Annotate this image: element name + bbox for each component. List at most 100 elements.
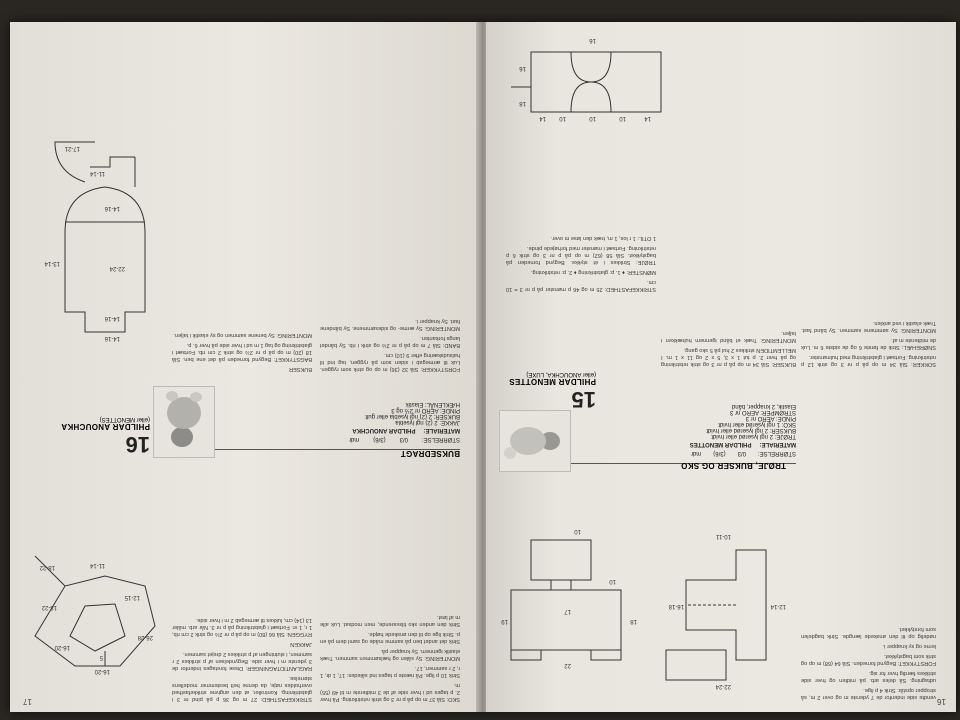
left-text-column-4: BUKSER BAGSTYKKET: Begynd forneden på de…	[172, 142, 312, 372]
right-text-block: SOKKER: Slå 34 m op på p nr 3 og strik 1…	[801, 354, 936, 367]
right-sko-line: SKO: 1 ngl lyserød eller hvidt	[718, 421, 796, 427]
right-yarn-title: PHILDAR MENOTTES	[508, 377, 596, 386]
left-text-column-2: STRIKKEFASTHED: 27 m og 36 p på pind nr …	[172, 472, 312, 702]
right-size-row: STØRRELSE: 0/3 (3/6) mdr	[606, 450, 796, 456]
right-pattern-heading: 15 PHILDAR MENOTTES (eller ANOUCHKA, LUX…	[506, 371, 596, 412]
right-diagram-label: 10-11	[715, 533, 731, 539]
right-text-block: udtagning. Så deles arb. på midten og hv…	[801, 670, 936, 683]
right-diagram-label: 18	[519, 100, 526, 106]
left-text-block: STRIKKEFASTHED: 27 m og 36 p på pind nr …	[172, 675, 312, 702]
left-size-value: mdr	[348, 436, 360, 442]
baby-photo-icon	[166, 391, 202, 447]
left-diagram-label: 26-28	[137, 634, 153, 640]
open-book: 17 SKO: Slå 37 m op på p nr 3 og strik r…	[10, 22, 956, 712]
left-trouser-diagrams: 14-16 14-16 22-24 13-14 14-16 11-14 17-2…	[44, 141, 146, 341]
left-bukser-line: BUKSER: 2 (2) ngl lysebla eller gult	[365, 413, 460, 419]
left-yoke-diagram: 16-20 16-20 26-28 5 18-22 12-15 11-14 18…	[34, 555, 156, 674]
left-diagram-label: 18-22	[41, 604, 57, 610]
right-jacket-diagram: 14 10 10 10 14 18 16 16	[511, 37, 662, 121]
right-text-block: STRIKKEFASTHED: 25 m og 46 p mønster på …	[506, 279, 656, 292]
left-page-number: 17	[23, 697, 32, 706]
right-materials-label: MATERIALE:	[759, 441, 796, 447]
right-materials-value: PHILDAR MENOTTES	[689, 441, 752, 447]
right-pants-diagram: 10 10 18 19 22 17	[501, 528, 637, 668]
left-diagram-label: 13-14	[44, 260, 60, 266]
left-size-row: STØRRELSE: 0/3 (3/6) mdr	[210, 436, 460, 442]
right-size-value: (3/6)	[713, 450, 726, 456]
left-size-label: STØRRELSE:	[421, 436, 460, 442]
left-pattern-number: 16	[125, 432, 150, 457]
left-text-block: RYGGEN: Slå 66 (80) m op på p nr 2½ og s…	[172, 617, 312, 637]
right-diagram-label: 12-14	[770, 603, 786, 609]
right-diagram-label: 10	[574, 528, 581, 534]
right-text-block: MONTERING: Sy sømmene sammen. Sy bånd fa…	[801, 320, 936, 333]
left-text-block: RAGLANTIDTAGNINGER: Disse foretages inde…	[172, 651, 312, 671]
left-diagram-label: 14-16	[104, 205, 120, 211]
left-diagram-label: 14-16	[104, 315, 120, 321]
right-diagram-label: 16	[519, 65, 526, 71]
right-diagram-label: 10	[619, 115, 626, 121]
left-diagram-label: 22-24	[109, 265, 125, 271]
left-text-block: BAND: Slå 7 m op på p nr 2½ og strik i r…	[320, 335, 460, 348]
left-text-column-1: SKO: Slå 37 m op på p nr 3 og strik rets…	[320, 472, 460, 702]
right-pinde-line: PINDE: AERO nr 3	[745, 415, 796, 421]
right-section-title: TRØJE, BUKSER OG SKO	[681, 458, 786, 476]
left-pinde-line: PINDE: AERO nr 2½ og 3	[391, 407, 460, 413]
right-text-block: lerne og sy knapper i.	[882, 643, 936, 649]
right-diagram-label: 10	[589, 115, 596, 121]
left-page: 17 SKO: Slå 37 m op på p nr 3 og strik r…	[10, 22, 480, 712]
right-section-title-text: TRØJE, BUKSER OG SKO	[680, 461, 786, 470]
right-text-block: FORSTYKKET: Begynd forneden. Slå 64 (68)…	[801, 653, 936, 666]
left-materials-label: MATERIALE:	[423, 427, 460, 433]
left-text-block: SKO: Slå 37 m op på p nr 3 og strik rets…	[320, 682, 460, 702]
left-diagram-label: 11-14	[89, 170, 105, 176]
right-troje-line: TRØJE: 2 ngl lyserød eller hvidt	[711, 433, 796, 439]
right-diagram-label: 16	[589, 37, 596, 43]
right-text-block: TRØJE: Strikkes i ét stykke. Begynd forn…	[506, 245, 656, 265]
left-text-block: Strik den anden sko tilsvarende, men mod…	[320, 614, 460, 627]
left-text-block: Strik det andet ben på samme måde og sam…	[320, 631, 460, 644]
right-diagram-label: 22-24	[715, 683, 731, 689]
left-size-value: 0/3	[399, 436, 408, 442]
left-haekle-line: HÆKLENÅL: Elastik	[405, 401, 460, 407]
left-diagram-label: 11-14	[89, 562, 105, 568]
right-page-number: 16	[937, 697, 946, 706]
left-diagram-label: 12-15	[124, 594, 140, 600]
right-size-value: mdr	[690, 450, 702, 456]
left-text-block: MONTERING: Sy benene sammen og sy elasti…	[173, 332, 312, 338]
left-pattern-heading: 16 PHILDAR ANOUCHKA (eller MENOTTES)	[61, 416, 150, 457]
right-text-block: MONTERING: Træk et bånd igennem hulrække…	[661, 330, 796, 343]
left-diagram-label: 17-21	[64, 145, 80, 151]
left-section-title-text: BUKSEDRAGT	[400, 449, 460, 458]
right-text-block: MØNSTER: ♦ 1. p: glatstrikning ♦ 2. p: r…	[530, 269, 656, 275]
left-materials-value: PHILDAR ANOUCHKA	[352, 427, 416, 433]
left-text-block: JAKKEN	[290, 641, 312, 647]
left-text-column-3: FORSTYKKER: Slå 32 (36) m op og strik so…	[320, 142, 460, 372]
right-shirt-diagram: 22-24 12-14 16-18 10-11	[665, 533, 786, 689]
left-text-block: FORSTYKKER: Slå 32 (36) m op og strik so…	[320, 352, 460, 372]
right-material-row: MATERIALE: PHILDAR MENOTTES	[606, 441, 796, 447]
left-text-block: MONTERING: Sy sålen og hælsømmen sammen.…	[320, 648, 460, 661]
right-size-label: STØRRELSE:	[757, 450, 796, 456]
right-size-value: 0/3	[737, 450, 746, 456]
left-diagram-label: 5	[99, 654, 103, 660]
left-material-row: MATERIALE: PHILDAR ANOUCHKA	[210, 427, 460, 433]
right-diagram-label: 14	[539, 115, 546, 121]
right-text-block: SNØREHÆL: Strik de første 6 og de sidste…	[801, 337, 936, 350]
baby-photo-icon	[504, 427, 560, 459]
left-text-block: MONTERING: Sy ærme- og sidesømmene. Sy b…	[320, 318, 460, 331]
right-text-column-2: SOKKER: Slå 34 m op på p nr 3 og strik 1…	[801, 47, 936, 367]
right-baby-photo	[499, 410, 571, 472]
left-diagram-label: 16-20	[54, 644, 70, 650]
right-stromper-line: STRØMPER: AERO nr 3	[729, 409, 796, 415]
right-text-block: vendte side indenfor de 7 yderste m og o…	[801, 687, 936, 700]
left-yarn-title: PHILDAR ANOUCHKA	[61, 422, 150, 431]
left-text-block: BUKSER	[288, 366, 312, 372]
left-text-block: Strik 10 p lige. På næste p tages ind så…	[320, 665, 460, 678]
right-diagram-label: 19	[501, 618, 508, 624]
right-diagram-label: 14	[644, 115, 651, 121]
right-diagram-label: 17	[564, 608, 571, 614]
right-diagram-label: 10	[609, 578, 616, 584]
right-diagram-label: 16-18	[668, 603, 684, 609]
left-diagram-label: 18-22	[39, 564, 55, 570]
